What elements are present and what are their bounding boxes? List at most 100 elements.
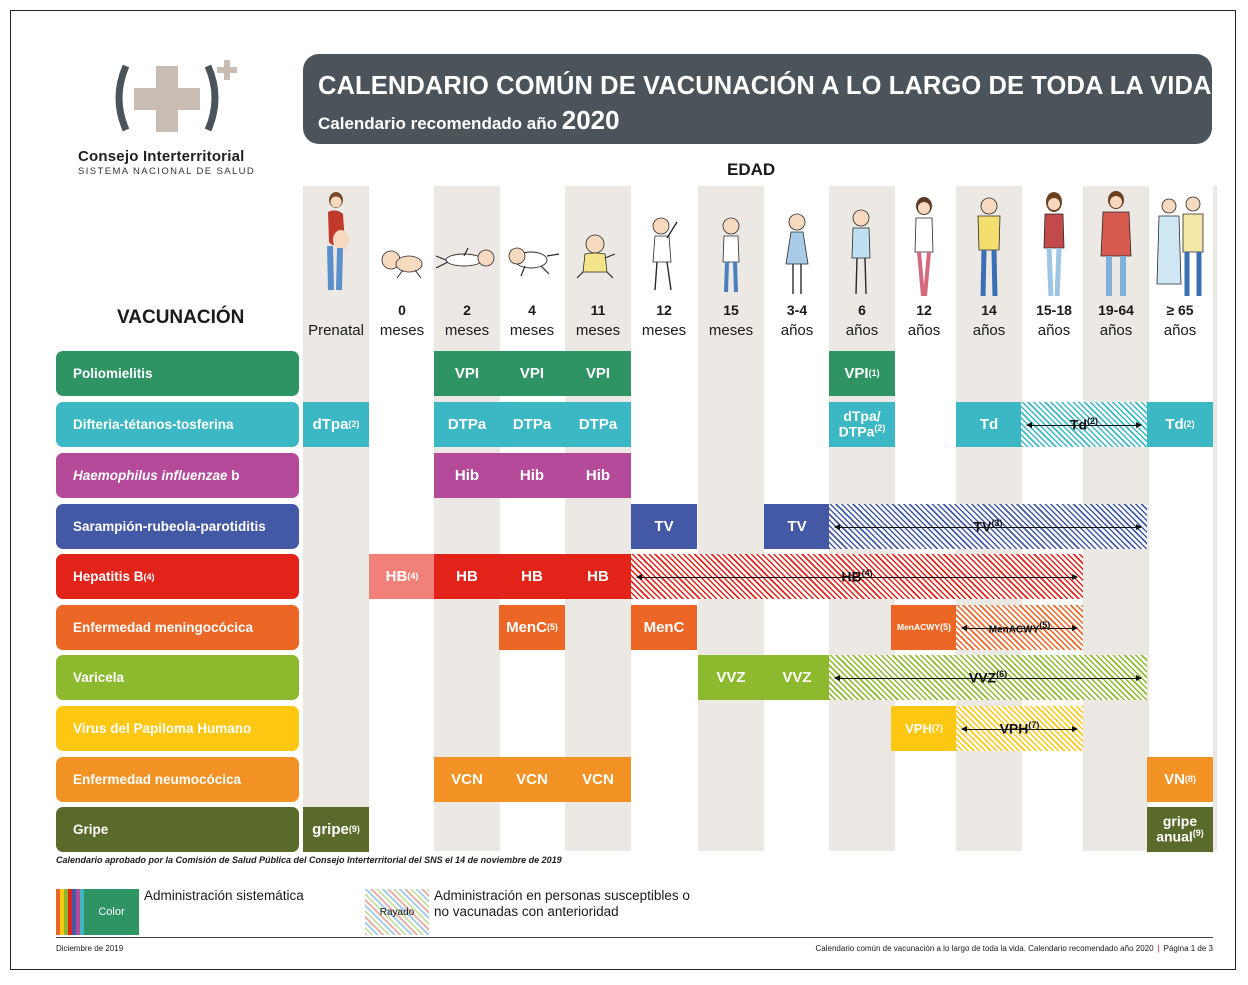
cell-sup: (9) (1192, 828, 1204, 839)
age-column-3: 4 meses (499, 176, 565, 346)
vaccine-row-label: Gripe (56, 807, 299, 852)
cell-sup: (4) (407, 570, 419, 581)
cell-sup: (5) (1039, 619, 1051, 630)
cell-text: MenC (506, 618, 547, 636)
baby-sitting-icon (565, 186, 631, 296)
cell-text: VPI (844, 364, 869, 382)
cell-text: HB (841, 568, 862, 585)
vaccine-row-label: Sarampión-rubeola-parotiditis (56, 504, 299, 549)
age-unit: años (972, 322, 1006, 339)
row-label-text: Sarampión-rubeola-parotiditis (73, 519, 266, 534)
vaccine-range-hatched: HB(4) (631, 554, 1083, 599)
age-number: 6 (858, 302, 866, 318)
approval-note: Calendario aprobado por la Comisión de S… (56, 855, 562, 865)
cell-text: VPI (585, 364, 611, 382)
age-unit: años (1163, 322, 1197, 339)
teen-boy-icon (956, 186, 1022, 299)
column-band (303, 186, 369, 851)
age-number: 4 (528, 302, 536, 318)
vaccine-dose-cell: Td(2) (1147, 402, 1213, 447)
cell-text: Hib (454, 466, 480, 484)
cell-text: VCN (516, 770, 548, 788)
cell-text: MenACWY (897, 622, 940, 633)
row-label-text: Poliomielitis (73, 366, 153, 381)
age-unit: años (1037, 322, 1071, 339)
vaccine-dose-cell: VPI (565, 351, 631, 396)
vaccine-range-hatched: VVZ(6) (829, 655, 1147, 700)
teen-girl-icon (1021, 186, 1087, 299)
footer-page: Página 1 de 3 (1163, 944, 1213, 953)
age-number: 12 (656, 302, 672, 318)
age-unit: meses (379, 322, 425, 339)
column-band (434, 186, 500, 851)
edad-heading: EDAD (727, 160, 776, 179)
column-band (565, 186, 631, 851)
vaccine-dose-cell: DTPa (565, 402, 631, 447)
range-label: HB(4) (838, 568, 875, 585)
vaccine-row-label: Hepatitis B(4) (56, 554, 299, 599)
range-label: MenACWY(5) (986, 620, 1054, 635)
cell-text: VCN (582, 770, 614, 788)
range-label: TV(3) (971, 518, 1006, 535)
elderly-couple-icon (1147, 186, 1213, 298)
age-unit: meses (575, 322, 621, 339)
cell-text: HB (456, 567, 478, 585)
age-unit: meses (444, 322, 490, 339)
subtitle-text: Calendario recomendado año (318, 114, 557, 133)
footer-date: Diciembre de 2019 (56, 944, 124, 953)
row-label-text: Enfermedad neumocócica (73, 772, 242, 787)
row-label-rest: b (227, 468, 240, 483)
cell-text: VPH (905, 720, 932, 736)
range-arrow (961, 725, 1078, 732)
cell-text: DTPa (447, 415, 487, 433)
vaccine-row-label: Difteria-tétanos-tosferina (56, 402, 299, 447)
cell-text: Td (979, 415, 999, 433)
cell-sup: (2) (1183, 418, 1195, 429)
subtitle-year: 2020 (561, 105, 620, 135)
health-cross-logo-icon (115, 60, 237, 132)
vaccine-dose-cell: VVZ (698, 655, 764, 700)
vaccine-dose-cell: VCN (434, 757, 500, 802)
row-label-text: Enfermedad meningocócica (73, 620, 254, 635)
range-arrow (961, 624, 1078, 631)
cell-sup: (5) (939, 621, 951, 632)
footer-divider (56, 937, 1213, 938)
age-unit: meses (509, 322, 555, 339)
age-number: 14 (981, 302, 997, 318)
vaccine-dose-cell: TV (631, 504, 697, 549)
cell-sup: (2) (1087, 416, 1099, 427)
cell-text: TV (654, 517, 674, 535)
vaccine-dose-cell: HB (434, 554, 500, 599)
vaccine-dose-cell: VVZ (764, 655, 830, 700)
legend-hatch-label: Rayado (379, 906, 415, 918)
age-unit: meses (708, 322, 754, 339)
cell-text: MenACWY (988, 624, 1040, 636)
vaccine-dose-cell: VCN (565, 757, 631, 802)
row-label-text: Hepatitis B (73, 569, 144, 584)
range-arrow (636, 573, 1078, 580)
legend-color-text: Administración sistemática (144, 888, 304, 903)
age-number: 2 (463, 302, 471, 318)
toddler-icon (631, 186, 697, 296)
vaccine-dose-cell: VPI (434, 351, 500, 396)
age-unit: años (780, 322, 814, 339)
vaccine-range-hatched: MenACWY(5) (956, 605, 1083, 650)
vaccine-dose-cell: Hib (434, 453, 500, 498)
range-label: VVZ(6) (966, 669, 1010, 686)
vaccine-dose-cell: VPI(1) (829, 351, 895, 396)
legend-color-label: Color (84, 889, 139, 935)
cell-sup: (7) (931, 722, 943, 733)
cell-sup: (4) (861, 568, 873, 579)
row-label-italic: Haemophilus influenzae (73, 468, 228, 483)
cell-text: VCN (451, 770, 483, 788)
vaccine-range-hatched: TV(3) (829, 504, 1147, 549)
cell-text: anual (1156, 828, 1193, 845)
vaccine-row-label: Poliomielitis (56, 351, 299, 396)
page-border (10, 10, 1236, 970)
age-column-2: 2 meses (434, 176, 500, 346)
